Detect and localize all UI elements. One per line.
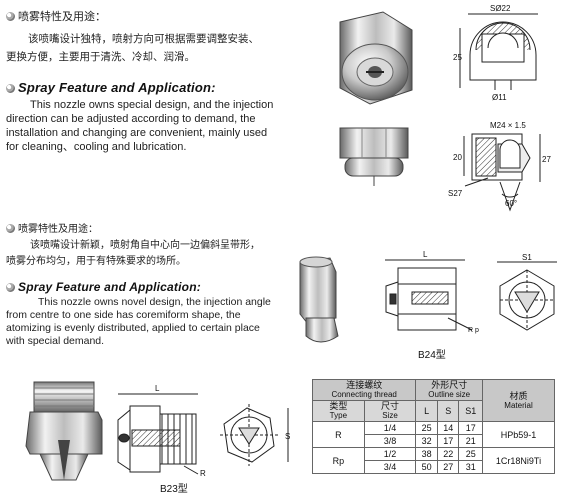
dim-b23-s: S: [285, 432, 290, 441]
dim-60: 60°: [505, 199, 517, 208]
dim-b23-r: R: [200, 469, 206, 478]
cell-s: 17: [436, 434, 460, 448]
dim-20: 20: [453, 153, 462, 162]
cell-s: 27: [436, 460, 460, 474]
section1-zh-line: 更换方便，主要用于清洗、冷却、润滑。: [6, 51, 195, 63]
section1-en-body: This nozzle owns special design, and the…: [6, 98, 306, 154]
dim-b24-s1: S1: [522, 253, 532, 262]
section2-en-heading: Spray Feature and Application:: [6, 280, 306, 294]
header-type-en: Type: [329, 411, 348, 420]
caption-b23: B23型: [160, 482, 188, 495]
section1-zh-body: 该喷嘴设计独特，喷射方向可根据需要调整安装、: [6, 31, 306, 47]
cell-l: 25: [415, 421, 438, 435]
cell-s1: 21: [458, 434, 484, 448]
bullet-icon: [6, 283, 15, 292]
cell-size: 3/8: [363, 434, 417, 448]
section2-en-line: with special demand.: [6, 335, 105, 347]
dim-b24-l: L: [423, 250, 428, 259]
cell-s1: 31: [458, 460, 484, 474]
spec-subheader-row: 类型 Type 尺寸 Size L S S1: [312, 400, 555, 422]
section1-zh-line: 该喷嘴设计独特，喷射方向可根据需要调整安装、: [28, 33, 259, 45]
header-s1: S1: [458, 400, 484, 422]
header-connecting-thread: 连接螺纹 Connecting thread: [311, 379, 417, 401]
cell-size: 3/4: [363, 460, 417, 474]
dim-m24: M24 × 1.5: [490, 121, 526, 130]
spec-table: 连接螺纹 Connecting thread 外形尺寸 Outline size…: [311, 379, 555, 474]
header-size-en: Size: [382, 411, 398, 420]
drawing-nut-assembly: M24 × 1.5 20 27 S27 60°: [448, 121, 551, 212]
section2-en-line: This nozzle owns novel design, the injec…: [38, 296, 271, 308]
nozzle-photo-b24: [299, 256, 339, 343]
section2-en-body: This nozzle owns novel design, the injec…: [6, 296, 306, 348]
drawing-b23-side: L R: [117, 384, 206, 478]
header-size-zh: 尺寸: [381, 401, 400, 411]
cell-material-1: HPb59-1: [482, 421, 555, 448]
section2-zh-line: 喷雾分布均匀，用于有特殊要求的场所。: [6, 256, 186, 267]
section2-text: 喷雾特性及用途： 该喷嘴设计新颖，喷射角自中心向一边偏斜呈带形， 喷雾分布均匀，…: [6, 220, 306, 348]
section2-zh-line: 该喷嘴设计新颖，喷射角自中心向一边偏斜呈带形，: [30, 240, 260, 251]
header-thread-zh: 连接螺纹: [346, 380, 383, 390]
table-row: 3/4 50 27 31: [313, 460, 555, 474]
dim-25: 25: [453, 53, 462, 62]
drawing-b23-end: S: [220, 404, 290, 466]
header-material-en: Material: [504, 400, 533, 410]
section1-en-line: installation and changing are convenient…: [6, 127, 268, 139]
section1-text: 喷雾特性及用途： 该喷嘴设计独特，喷射方向可根据需要调整安装、 更换方便，主要用…: [6, 8, 306, 154]
header-size: 尺寸 Size: [363, 400, 417, 422]
caption-b24: B24型: [418, 348, 446, 361]
header-outline-zh: 外形尺寸: [431, 380, 468, 390]
cell-size: 1/2: [363, 447, 417, 461]
spec-header-row: 连接螺纹 Connecting thread 外形尺寸 Outline size…: [311, 379, 555, 422]
cell-material-2: 1Cr18Ni9Ti: [482, 447, 555, 474]
section1-en-heading: Spray Feature and Application:: [6, 80, 306, 95]
table-row: Rp 1/2 38 22 25 1Cr18Ni9Ti: [312, 447, 555, 474]
drawing-ball-nozzle: SØ22 25 Ø11: [453, 4, 538, 102]
header-material-zh: 材质: [509, 390, 528, 401]
nozzle-photo-top: [339, 11, 413, 105]
dim-s22: SØ22: [490, 4, 511, 13]
cell-s1: 17: [458, 421, 484, 435]
cell-l: 38: [415, 447, 438, 461]
section1-zh-heading: 喷雾特性及用途：: [6, 8, 306, 24]
dim-b23-l: L: [155, 384, 160, 393]
bullet-icon: [6, 12, 15, 21]
section2-zh-heading: 喷雾特性及用途：: [6, 220, 306, 235]
section2-zh-body: 该喷嘴设计新颖，喷射角自中心向一边偏斜呈带形， 喷雾分布均匀，用于有特殊要求的场…: [6, 238, 306, 270]
cell-size: 1/4: [363, 421, 417, 435]
nozzle-photo-b23: [25, 381, 103, 481]
bullet-icon: [6, 84, 15, 93]
header-s: S: [436, 400, 460, 422]
header-material: 材质 Material: [482, 379, 555, 422]
cell-l: 50: [415, 460, 438, 474]
nozzle-photo-middle: [339, 127, 409, 186]
header-l: L: [415, 400, 438, 422]
cell-type-rp: Rp: [312, 447, 365, 474]
cell-s: 22: [436, 447, 460, 461]
cell-l: 32: [415, 434, 438, 448]
cell-s: 14: [436, 421, 460, 435]
dim-b24-rp: R p: [468, 327, 479, 334]
cell-s1: 25: [458, 447, 484, 461]
cell-type-r: R: [312, 421, 365, 448]
header-type-zh: 类型: [329, 401, 348, 411]
header-type: 类型 Type: [312, 400, 365, 422]
header-outline-en: Outline size: [428, 390, 471, 399]
dim-11: Ø11: [492, 93, 507, 102]
header-thread-en: Connecting thread: [331, 390, 397, 399]
drawing-b24-end: S1: [497, 253, 557, 331]
dim-27: 27: [542, 155, 551, 164]
section1-zh-body-2: 更换方便，主要用于清洗、冷却、润滑。: [6, 49, 306, 65]
section2-en-line: atomizing is evenly distributed, applied…: [6, 322, 260, 334]
table-row: R 1/4 25 14 17 HPb59-1: [312, 421, 555, 448]
bullet-icon: [6, 224, 15, 233]
section1-en-line: direction can be adjusted according to d…: [6, 113, 256, 125]
section1-en-line: for cleaning、cooling and lubrication.: [6, 141, 187, 153]
header-outline-size: 外形尺寸 Outline size: [415, 379, 484, 401]
dim-s27: S27: [448, 189, 463, 198]
section2-en-line: from centre to one side has coremiform s…: [6, 309, 241, 321]
section1-en-line: This nozzle owns special design, and the…: [30, 99, 274, 111]
drawing-b24-side: L R p: [385, 250, 479, 334]
